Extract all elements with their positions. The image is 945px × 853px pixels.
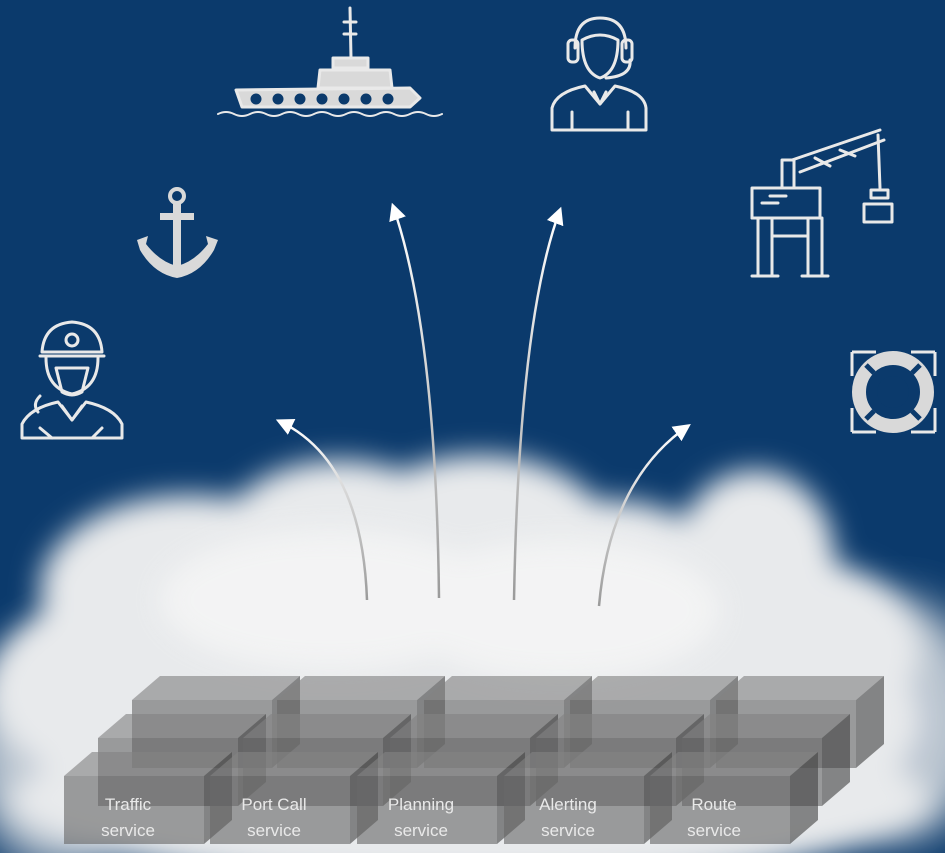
service-label-line1: Alerting	[539, 795, 597, 814]
service-label-line1: Planning	[388, 795, 454, 814]
service-label-line1: Route	[691, 795, 736, 814]
harbor-crane-icon	[750, 128, 894, 278]
crate-box	[357, 752, 525, 844]
arrow-to-lifebuoy	[597, 424, 691, 607]
tugboat-icon	[217, 6, 443, 117]
anchor-icon	[137, 187, 218, 278]
arrows	[275, 202, 691, 607]
service-label-line2: service	[541, 821, 595, 840]
service-label-line1: Port Call	[241, 795, 306, 814]
operator-headset-icon	[550, 16, 648, 132]
arrow-to-operator	[512, 206, 564, 601]
service-boxes: Traffic service Port Call service Planning se…	[64, 676, 884, 844]
arrow-to-captain	[275, 419, 369, 601]
service-label-line2: service	[101, 821, 155, 840]
lifebuoy-icon	[850, 350, 937, 434]
service-label-line2: service	[687, 821, 741, 840]
service-label-line1: Traffic	[105, 795, 152, 814]
crate-box	[650, 752, 818, 844]
service-label-line2: service	[394, 821, 448, 840]
arrow-to-tugboat	[389, 202, 441, 599]
service-label-line2: service	[247, 821, 301, 840]
ship-captain-icon	[20, 320, 124, 440]
